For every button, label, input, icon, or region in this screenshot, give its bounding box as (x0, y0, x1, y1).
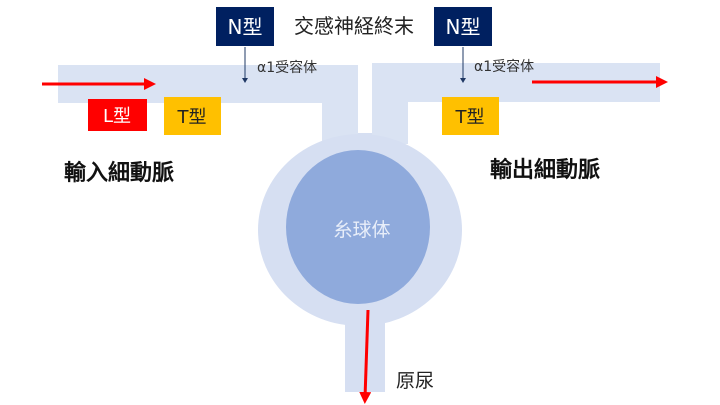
l-type-box (88, 99, 147, 131)
sympathetic-nerve-label: 交感神経終末 (294, 14, 414, 38)
t-type-right-label: T型 (455, 107, 485, 128)
receptor-left-label: α1受容体 (257, 59, 317, 76)
nerve-arrow-right-head (460, 78, 466, 83)
n-type-right-label: N型 (446, 15, 481, 39)
t-type-right-box (442, 97, 499, 135)
urine-arrow (359, 309, 372, 404)
t-type-left-box (164, 97, 221, 135)
receptor-right-label: α1受容体 (474, 58, 534, 75)
n-type-left-label: N型 (228, 15, 263, 39)
afferent-arteriole-label: 輸入細動脈 (64, 160, 174, 186)
nerve-arrow-left-head (242, 78, 248, 83)
n-type-right-box (434, 7, 492, 46)
efferent-arteriole-label: 輸出細動脈 (490, 157, 600, 183)
glomerulus-label: 糸球体 (333, 219, 390, 241)
urine-label: 原尿 (396, 370, 434, 392)
glomerulus (286, 150, 430, 304)
l-type-label: L型 (103, 106, 131, 127)
n-type-left-box (216, 7, 274, 46)
t-type-left-label: T型 (177, 107, 207, 128)
